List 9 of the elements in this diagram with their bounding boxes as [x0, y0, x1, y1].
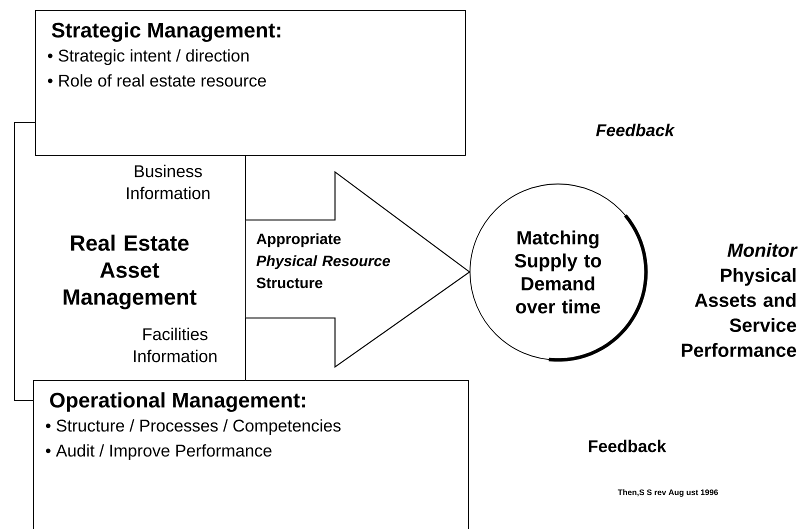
credit-label: Then,S S rev Aug ust 1996 — [618, 489, 718, 497]
feedback-label: Feedback — [596, 124, 675, 136]
edge-label: Appropriate Physical Resource Structure — [255, 232, 402, 290]
monitor-label: Monitor Physical Assets and Service Performance — [682, 243, 798, 357]
information-label: Business Information — [127, 164, 210, 200]
management-box: Strategic Management: • Strategic intent / direction • Role of real estate resource — [35, 10, 466, 156]
feedback-label: Feedback — [588, 440, 666, 452]
information-label: Facilities Information — [134, 328, 216, 362]
management-box: Operational Management: • Structure / Processes / Competencies • Audit / Improve Performance — [33, 380, 469, 529]
